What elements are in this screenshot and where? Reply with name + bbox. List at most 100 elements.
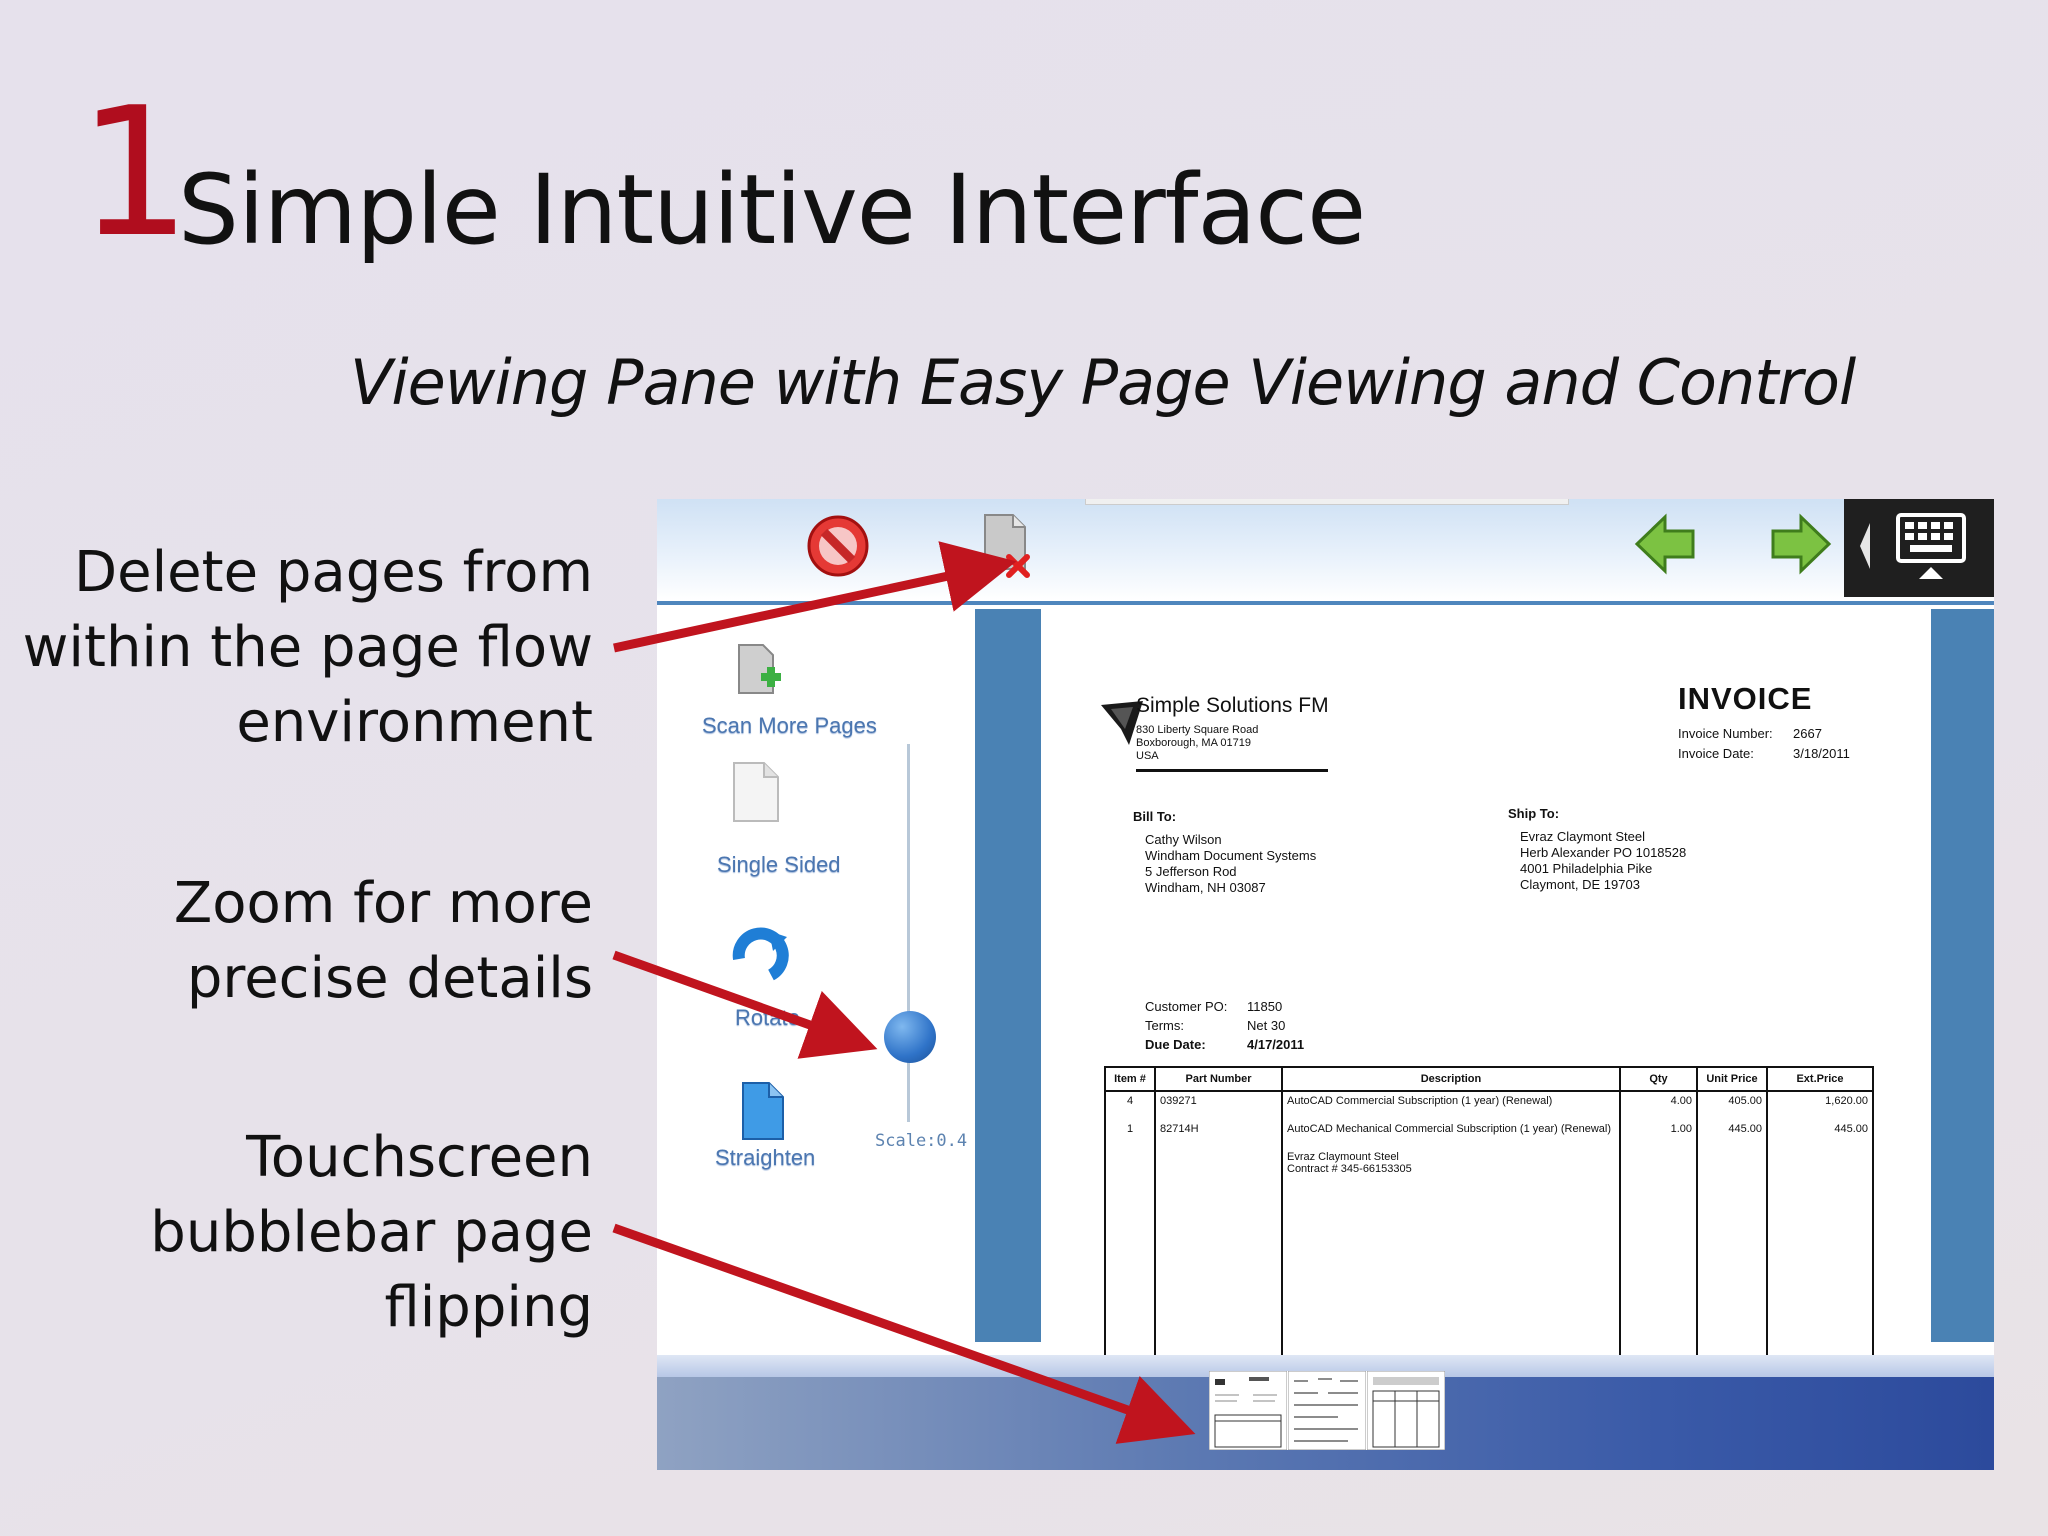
- single-sided-button[interactable]: Single Sided: [717, 852, 841, 877]
- description-cell: AutoCAD Commercial Subscription (1 year)…: [1281, 1091, 1621, 1120]
- terms-value: Net 30: [1247, 1018, 1286, 1033]
- single-sided-icon[interactable]: [730, 761, 784, 823]
- document-page: Simple Solutions FM 830 Liberty Square R…: [1041, 609, 1931, 1356]
- cancel-icon[interactable]: [805, 513, 871, 579]
- callout-flip: Touchscreen bubblebar page flipping: [150, 1120, 593, 1345]
- qty-cell: 4.00: [1619, 1091, 1698, 1120]
- straighten-button[interactable]: Straighten: [715, 1145, 816, 1170]
- zoom-scale-label: Scale:0.4: [875, 1131, 968, 1151]
- table-row: 4 039271 AutoCAD Commercial Subscription…: [1104, 1091, 1874, 1120]
- callout-line: Delete pages from: [74, 540, 593, 605]
- unit-price-cell: 405.00: [1696, 1091, 1768, 1120]
- scan-more-pages-button[interactable]: Scan More Pages: [702, 713, 877, 738]
- invoice-number-label: Invoice Number:: [1678, 726, 1773, 741]
- terms-label: Terms:: [1145, 1018, 1184, 1033]
- toolbar-tab[interactable]: [1085, 499, 1569, 505]
- column-header: Qty: [1619, 1066, 1698, 1092]
- order-terms: Customer PO: 11850 Terms: Net 30 Due Date:…: [1145, 997, 1304, 1054]
- page-thumbnail[interactable]: [1367, 1371, 1445, 1450]
- ship-to-line: Evraz Claymont Steel: [1520, 829, 1645, 844]
- callout-delete: Delete pages from within the page flow e…: [23, 535, 593, 760]
- slide-subtitle: Viewing Pane with Easy Page Viewing and …: [350, 346, 1856, 419]
- ship-to-line: 4001 Philadelphia Pike: [1520, 861, 1653, 876]
- invoice-title: INVOICE: [1678, 681, 1813, 716]
- ext-price-cell: 445.00: [1766, 1120, 1874, 1356]
- zoom-slider-knob[interactable]: [884, 1011, 936, 1063]
- due-date: 4/17/2011: [1247, 1037, 1305, 1052]
- app-screenshot: Scan More Pages Single Sided Rotate Stra…: [657, 499, 1994, 1470]
- description-cell: AutoCAD Mechanical Commercial Subscripti…: [1281, 1120, 1621, 1356]
- bill-to-label: Bill To:: [1133, 809, 1177, 824]
- company-address: 830 Liberty Square Road Boxborough, MA 0…: [1136, 724, 1258, 763]
- item-cell: 4: [1104, 1091, 1156, 1120]
- callout-line: Zoom for more: [173, 871, 593, 936]
- unit-price-cell: 445.00: [1696, 1120, 1768, 1356]
- bill-to-line: Cathy Wilson: [1145, 832, 1222, 847]
- address-line: 830 Liberty Square Road: [1136, 724, 1259, 736]
- forward-arrow-icon[interactable]: [1767, 513, 1833, 575]
- column-header: Part Number: [1154, 1066, 1283, 1092]
- bill-to-line: 5 Jefferson Rod: [1145, 864, 1237, 879]
- keyboard-icon[interactable]: [1894, 511, 1968, 587]
- ship-to-line: Herb Alexander PO 1018528: [1520, 845, 1687, 860]
- page-thumbnails: [1209, 1371, 1445, 1450]
- invoice-date-label: Invoice Date:: [1678, 746, 1754, 761]
- zoom-slider-track[interactable]: [907, 744, 910, 1122]
- viewing-pane[interactable]: Simple Solutions FM 830 Liberty Square R…: [975, 609, 1994, 1356]
- invoice-number: 2667: [1793, 726, 1822, 741]
- qty-cell: 1.00: [1619, 1120, 1698, 1356]
- bill-to-line: Windham, NH 03087: [1145, 880, 1266, 895]
- description-line: AutoCAD Mechanical Commercial Subscripti…: [1287, 1123, 1612, 1135]
- description-line: Contract # 345-66153305: [1287, 1163, 1412, 1175]
- item-cell: 1: [1104, 1120, 1156, 1356]
- ship-to-block: Evraz Claymont Steel Herb Alexander PO 1…: [1520, 829, 1686, 893]
- slide-title: Simple Intuitive Interface: [178, 154, 1366, 266]
- rotate-icon[interactable]: [729, 923, 791, 983]
- part-cell: 039271: [1154, 1091, 1283, 1120]
- callout-line: environment: [236, 690, 593, 755]
- page-thumbnail[interactable]: [1288, 1371, 1366, 1450]
- back-arrow-icon[interactable]: [1633, 513, 1699, 575]
- bubblebar-page-strip[interactable]: [657, 1355, 1994, 1470]
- bill-to-block: Cathy Wilson Windham Document Systems 5 …: [1145, 832, 1316, 896]
- customer-po-label: Customer PO:: [1145, 999, 1228, 1014]
- slide-number: 1: [78, 69, 192, 276]
- description-line: Evraz Claymount Steel: [1287, 1151, 1399, 1163]
- page-thumbnail[interactable]: [1209, 1371, 1287, 1450]
- flip-arrow: [612, 1223, 1196, 1444]
- zoom-arrow: [612, 950, 878, 1059]
- callout-line: bubblebar page: [150, 1200, 593, 1265]
- customer-po: 11850: [1247, 999, 1283, 1014]
- part-cell: 82714H: [1154, 1120, 1283, 1356]
- company-underline: [1136, 769, 1328, 772]
- company-name: Simple Solutions FM: [1136, 694, 1329, 717]
- callout-line: within the page flow: [22, 615, 593, 680]
- column-header: Description: [1281, 1066, 1621, 1092]
- straighten-icon[interactable]: [739, 1079, 787, 1143]
- delete-arrow: [613, 541, 1017, 653]
- table-row: 1 82714H AutoCAD Mechanical Commercial S…: [1104, 1120, 1874, 1356]
- column-header: Unit Price: [1696, 1066, 1768, 1092]
- keyboard-panel: [1844, 499, 1994, 597]
- invoice-date: 3/18/2011: [1793, 746, 1850, 761]
- due-date-label: Due Date:: [1145, 1037, 1206, 1052]
- bill-to-line: Windham Document Systems: [1145, 848, 1317, 863]
- company-logo-icon: [1101, 701, 1143, 745]
- callout-zoom: Zoom for more precise details: [174, 866, 593, 1016]
- scan-pages-icon[interactable]: [735, 643, 785, 701]
- ship-to-label: Ship To:: [1508, 806, 1560, 821]
- address-line: Boxborough, MA 01719: [1136, 737, 1251, 749]
- ext-price-cell: 1,620.00: [1766, 1091, 1874, 1120]
- collapse-icon[interactable]: [1856, 521, 1874, 571]
- invoice-meta: Invoice Number: 2667 Invoice Date: 3/18/20…: [1678, 724, 1850, 764]
- address-line: USA: [1136, 750, 1159, 762]
- callout-line: Touchscreen: [246, 1125, 593, 1190]
- callout-line: flipping: [384, 1275, 593, 1340]
- column-header: Ext.Price: [1766, 1066, 1874, 1092]
- invoice-items-table: Item # Part Number Description Qty Unit …: [1104, 1066, 1874, 1356]
- table-header-row: Item # Part Number Description Qty Unit …: [1104, 1066, 1874, 1092]
- ship-to-line: Claymont, DE 19703: [1520, 877, 1640, 892]
- column-header: Item #: [1104, 1066, 1156, 1092]
- callout-line: precise details: [186, 946, 593, 1011]
